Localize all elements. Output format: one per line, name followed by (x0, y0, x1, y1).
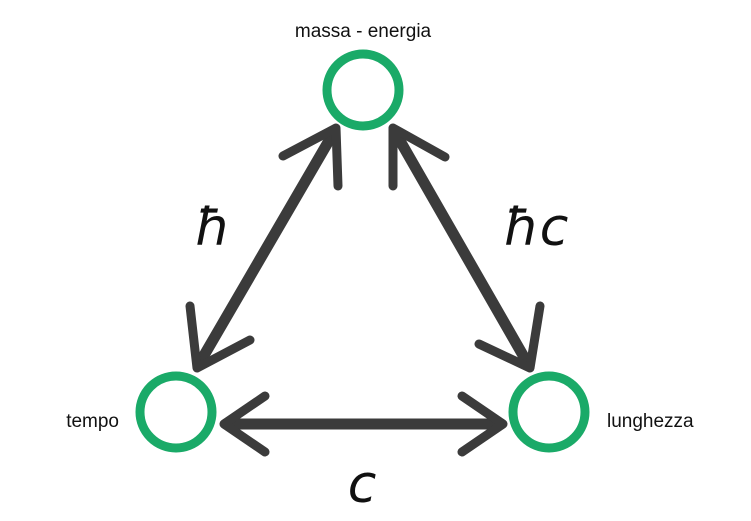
node-label-mass-energy: massa - energia (295, 21, 432, 42)
edge-label-hbar-c: ħc (504, 198, 569, 258)
edge-label-hbar: ħ (195, 198, 231, 258)
edge-label-c: c (348, 455, 377, 515)
node-time (135, 371, 217, 453)
node-mass-energy (322, 49, 404, 131)
arrow-mass-length (388, 123, 545, 373)
node-label-length: lunghezza (607, 411, 694, 432)
arrow-time-length (219, 391, 508, 457)
arrow-time-mass (185, 123, 343, 373)
node-label-time: tempo (66, 411, 119, 432)
node-length (508, 371, 590, 453)
